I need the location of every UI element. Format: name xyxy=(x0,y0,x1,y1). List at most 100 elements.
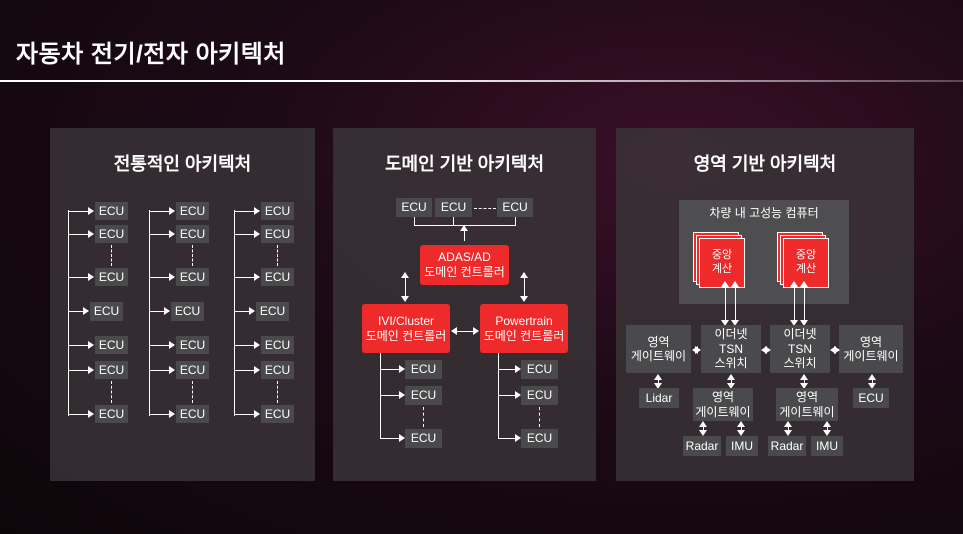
connector xyxy=(498,353,499,439)
connector xyxy=(149,414,170,415)
ecu-box: ECU xyxy=(261,202,294,220)
ecu-box: ECU xyxy=(95,225,128,243)
arrow-right-icon xyxy=(88,410,94,418)
switch-line: 이더넷 xyxy=(714,327,748,342)
page-title: 자동차 전기/전자 아키텍처 xyxy=(16,41,286,68)
arrow-up-icon xyxy=(823,421,831,427)
ellipsis-line xyxy=(277,245,278,266)
ivi-domain-controller: IVI/Cluster 도메인 컨트롤러 xyxy=(362,304,450,353)
ecu-box: ECU xyxy=(176,361,209,379)
controller-name: IVI/Cluster xyxy=(377,313,434,328)
connector xyxy=(804,378,805,386)
adas-domain-controller: ADAS/AD 도메인 컨트롤러 xyxy=(420,245,509,285)
connector xyxy=(68,370,89,371)
arrow-right-icon xyxy=(88,366,94,374)
controller-name: ADAS/AD xyxy=(438,250,491,264)
arrow-right-icon xyxy=(399,365,405,373)
connector xyxy=(731,378,732,386)
unit-line: 중앙 xyxy=(711,249,733,262)
connector xyxy=(234,370,255,371)
ecu-box: ECU xyxy=(261,336,294,354)
arrow-right-icon xyxy=(88,207,94,215)
connector xyxy=(149,345,170,346)
ellipsis-line xyxy=(192,381,193,403)
arrow-right-icon xyxy=(399,391,405,399)
arrow-down-icon xyxy=(520,296,528,302)
connector xyxy=(515,217,516,225)
gateway-line: 영역 xyxy=(711,390,735,405)
arrow-down-icon xyxy=(721,320,729,326)
ecu-box: ECU xyxy=(176,268,209,286)
arrow-right-icon xyxy=(834,346,840,354)
connector xyxy=(703,425,704,432)
arrow-up-icon xyxy=(699,421,707,427)
gateway-line: 영역 xyxy=(795,390,819,405)
connector xyxy=(658,378,659,386)
ellipsis-line xyxy=(423,407,424,427)
arrow-down-icon xyxy=(868,383,876,389)
connector xyxy=(498,395,516,396)
arrow-up-icon xyxy=(784,421,792,427)
switch-line: 이더넷 xyxy=(783,327,817,342)
ecu-box: ECU xyxy=(256,302,289,321)
zone-gateway: 영역 게이트웨이 xyxy=(839,325,903,373)
gateway-line: 영역 xyxy=(647,334,670,349)
arrow-right-icon xyxy=(515,365,521,373)
ecu-box: ECU xyxy=(95,268,128,286)
arrow-up-icon xyxy=(520,272,528,278)
connector xyxy=(68,277,89,278)
arrow-up-icon xyxy=(654,374,662,380)
panel-title: 전통적인 아키텍처 xyxy=(113,154,252,174)
panel-traditional: 전통적인 아키텍처 ECU ECU ECU ECU ECU ECU ECU ECU ECU ECU… xyxy=(50,128,315,481)
arrow-up-icon xyxy=(727,374,735,380)
panel-title: 도메인 기반 아키텍처 xyxy=(384,154,545,174)
connector xyxy=(380,438,400,439)
lidar-box: Lidar xyxy=(639,388,679,408)
connector xyxy=(380,369,400,370)
switch-line: 스위치 xyxy=(783,356,817,371)
ecu-box: ECU xyxy=(176,405,209,423)
connector xyxy=(234,211,255,212)
connector xyxy=(414,217,415,225)
connector xyxy=(149,210,150,416)
gateway-line: 영역 xyxy=(859,334,883,349)
arrow-left-icon xyxy=(830,346,836,354)
ecu-box: ECU xyxy=(497,198,533,217)
arrow-up-icon xyxy=(868,374,876,380)
connector xyxy=(149,211,170,212)
switch-line: TSN xyxy=(719,341,743,356)
ecu-box: ECU xyxy=(171,302,204,321)
connector xyxy=(741,425,742,432)
gateway-line: 게이트웨이 xyxy=(779,404,835,419)
unit-line: 중앙 xyxy=(795,249,817,262)
gateway-line: 게이트웨이 xyxy=(630,349,687,363)
connector xyxy=(456,331,474,332)
connector xyxy=(234,234,255,235)
arrow-right-icon xyxy=(169,410,175,418)
arrow-down-icon xyxy=(737,430,745,436)
connector xyxy=(68,345,89,346)
connector xyxy=(149,277,170,278)
connector xyxy=(405,276,406,298)
ecu-box: ECU xyxy=(521,386,558,405)
ecu-box: ECU xyxy=(176,336,209,354)
controller-label: 도메인 컨트롤러 xyxy=(365,328,447,343)
powertrain-domain-controller: Powertrain 도메인 컨트롤러 xyxy=(480,304,568,353)
unit-line: 계산 xyxy=(711,263,733,275)
zone-gateway: 영역 게이트웨이 xyxy=(776,388,838,421)
arrow-right-icon xyxy=(169,341,175,349)
connector xyxy=(68,414,89,415)
ecu-box: ECU xyxy=(95,336,128,354)
arrow-right-icon xyxy=(169,366,175,374)
arrow-right-icon xyxy=(169,273,175,281)
arrow-up-icon xyxy=(800,281,808,287)
arrow-right-icon xyxy=(88,273,94,281)
ecu-box: ECU xyxy=(435,198,472,217)
arrow-up-icon xyxy=(790,281,798,287)
ecu-box: ECU xyxy=(853,388,889,408)
zone-gateway: 영역 게이트웨이 xyxy=(626,325,691,373)
arrow-right-icon xyxy=(254,230,260,238)
panel-zonal: 영역 기반 아키텍처 차량 내 고성능 컴퓨터 중앙 계산 중앙 계산 영역 게… xyxy=(616,128,914,481)
ellipsis-line xyxy=(277,381,278,403)
connector xyxy=(380,353,381,439)
